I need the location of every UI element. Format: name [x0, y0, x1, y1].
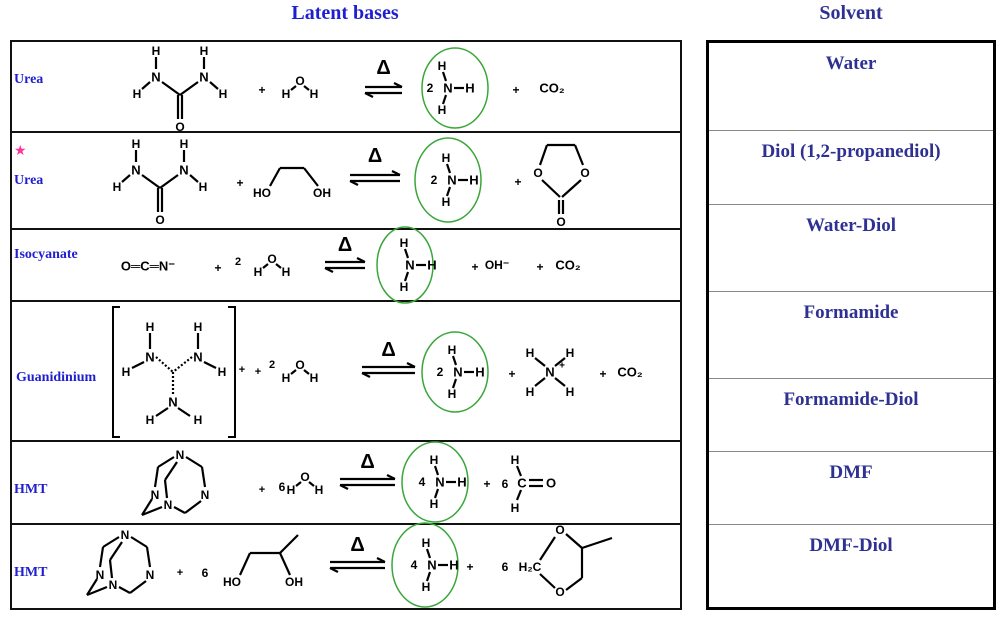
star-icon: ★	[14, 144, 27, 159]
solvent-row: Water-Diol	[709, 205, 993, 292]
reaction-row-guanidinium: Guanidinium	[12, 302, 680, 442]
reaction-label: Guanidinium	[16, 370, 97, 385]
reaction-label: HMT	[14, 482, 48, 497]
solvent-row: Water	[709, 43, 993, 131]
reaction-label: Urea	[14, 72, 44, 87]
reaction-row-hmt-water: HMT	[12, 442, 680, 525]
solvent-table: Water Diol (1,2-propanediol) Water-Diol …	[706, 40, 996, 610]
solvent-row: Formamide	[709, 292, 993, 379]
reaction-label: HMT	[14, 565, 48, 580]
reaction-label: Urea	[14, 173, 44, 188]
reaction-row-isocyanate: Isocyanate	[12, 230, 680, 302]
reaction-label: Isocyanate	[14, 247, 78, 262]
reaction-row-urea-water: Urea	[12, 42, 680, 133]
latent-bases-header: Latent bases	[291, 2, 399, 24]
solvent-row: Formamide-Diol	[709, 379, 993, 452]
solvent-row: DMF	[709, 452, 993, 525]
solvent-header: Solvent	[819, 2, 883, 24]
latent-bases-table: Urea ★ Urea Isocyanate Guanidinium HMT H…	[10, 40, 682, 610]
reaction-row-urea-diol: ★ Urea	[12, 133, 680, 230]
solvent-row: Diol (1,2-propanediol)	[709, 131, 993, 205]
solvent-row: DMF-Diol	[809, 535, 893, 556]
reaction-row-hmt-diol: HMT	[12, 525, 680, 612]
